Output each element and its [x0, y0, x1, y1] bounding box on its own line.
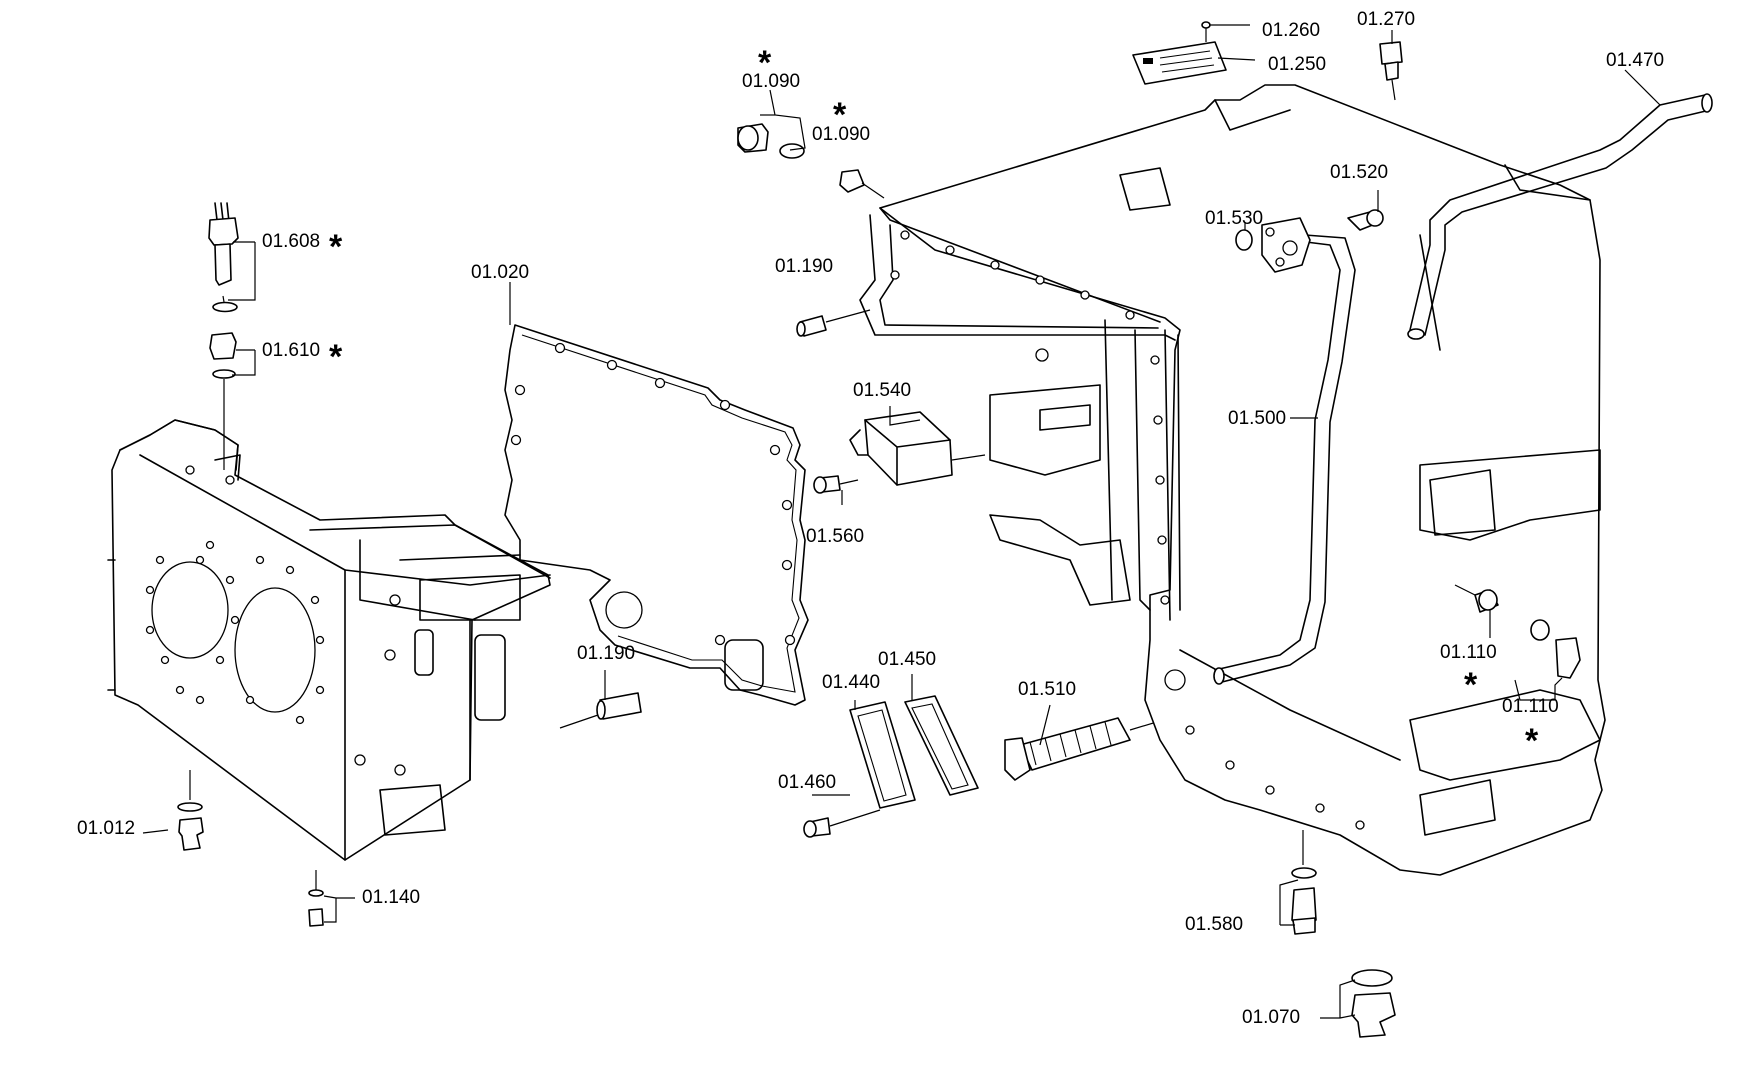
screw-01-520: [1347, 209, 1384, 231]
callout-01-450: 01.450: [878, 649, 936, 670]
type-plate-01-250: [1132, 41, 1227, 85]
asterisk-marker: *: [833, 96, 847, 134]
screw-01-560: [813, 475, 859, 494]
cover-01-450: [904, 695, 979, 796]
asterisk-marker: *: [1464, 666, 1478, 704]
dowel-pin-01-190-right: [796, 309, 871, 337]
leader-lines: [142, 24, 1661, 1019]
plug-01-070: [1351, 969, 1396, 1038]
plug-01-580: [1291, 830, 1317, 935]
plug-01-110-b: [1530, 619, 1581, 679]
screw-01-460: [803, 809, 881, 838]
screw-01-140: [308, 870, 324, 927]
callout-01-190-b: 01.190: [577, 643, 635, 664]
callout-01-580: 01.580: [1185, 914, 1243, 935]
gasket-01-440: [849, 701, 916, 809]
callout-01-460: 01.460: [778, 772, 836, 793]
callout-01-012: 01.012: [77, 818, 135, 839]
callout-01-090-a: 01.090: [742, 71, 800, 92]
callout-01-140: 01.140: [362, 887, 420, 908]
callout-01-110-b: 01.110: [1502, 696, 1559, 717]
plug-01-090-a: [737, 123, 805, 159]
plug-01-110-a: [1454, 584, 1499, 613]
plug-01-012: [177, 770, 204, 851]
callout-01-500: 01.500: [1228, 408, 1286, 429]
sensor-01-608: [208, 202, 239, 313]
callout-01-090-b: 01.090: [812, 124, 870, 145]
gasket-01-020: [504, 324, 809, 706]
pipe-01-500: [1213, 234, 1356, 685]
main-housing: [859, 84, 1606, 876]
callout-01-070: 01.070: [1242, 1007, 1300, 1028]
callout-01-530: 01.530: [1205, 208, 1263, 229]
callout-01-020: 01.020: [471, 262, 529, 283]
callout-01-610: 01.610: [262, 340, 320, 361]
plug-01-090-b: [839, 169, 885, 199]
callout-01-270: 01.270: [1357, 9, 1415, 30]
dowel-pin-01-190-left: [559, 692, 642, 729]
callout-01-470: 01.470: [1606, 50, 1664, 71]
callout-01-260: 01.260: [1262, 20, 1320, 41]
pipe-01-470: [1407, 93, 1713, 340]
asterisk-marker: *: [329, 338, 343, 376]
filter-01-510: [1004, 714, 1181, 781]
callout-01-560: 01.560: [806, 526, 864, 547]
callout-01-190-a: 01.190: [775, 256, 833, 277]
flange-01-530: [1235, 217, 1311, 273]
relay-01-540: [849, 411, 986, 486]
callout-01-110-a: 01.110: [1440, 642, 1497, 663]
callout-01-520: 01.520: [1330, 162, 1388, 183]
callout-01-510: 01.510: [1018, 679, 1076, 700]
part-labels: 01.260 01.270 01.250 01.470 01.090 01.09…: [77, 9, 1664, 1028]
plug-01-610: [209, 332, 237, 470]
callout-01-250: 01.250: [1268, 54, 1326, 75]
asterisk-marker: *: [329, 228, 343, 266]
callout-01-608: 01.608: [262, 231, 320, 252]
vent-01-270: [1379, 41, 1403, 101]
asterisk-markers: * * * * * *: [329, 44, 1539, 760]
front-housing: [107, 419, 551, 861]
asterisk-marker: *: [758, 44, 772, 82]
asterisk-marker: *: [1525, 722, 1539, 760]
callout-01-440: 01.440: [822, 672, 880, 693]
rivet-01-260: [1201, 21, 1211, 42]
callout-01-540: 01.540: [853, 380, 911, 401]
